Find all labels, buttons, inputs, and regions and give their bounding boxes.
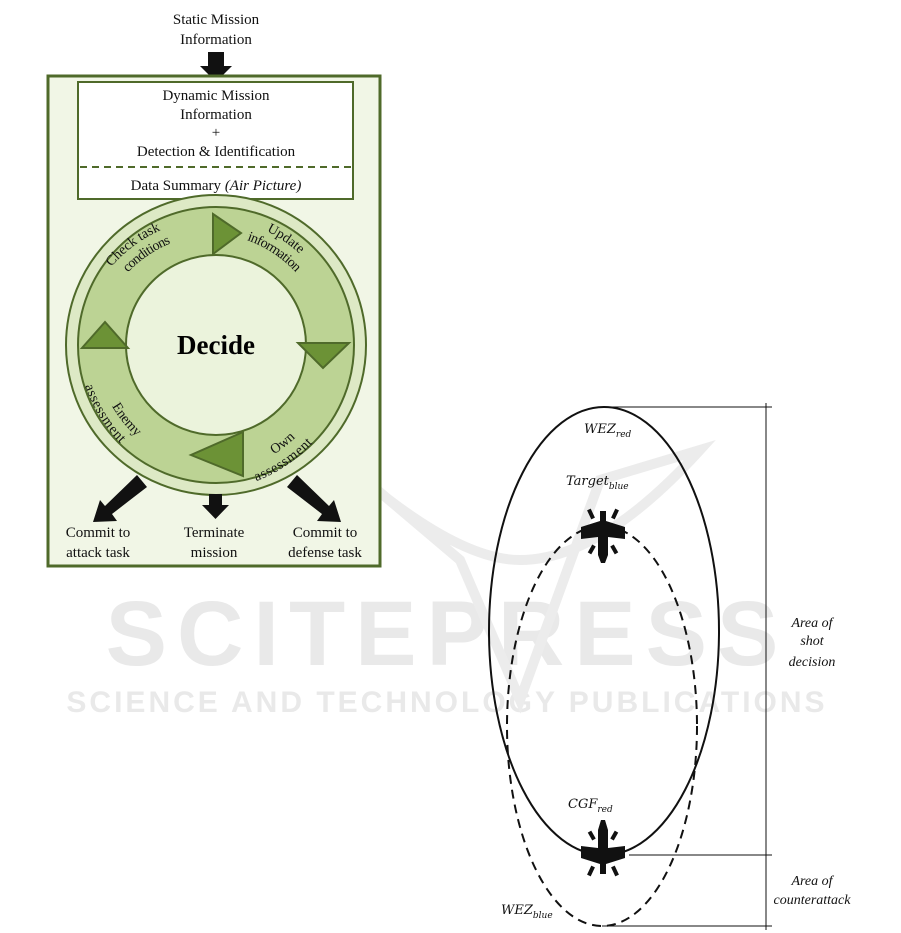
wez-red-label: WEZred [584, 422, 632, 440]
target-aircraft-icon [581, 508, 625, 563]
area-shot-3: decision [789, 655, 836, 670]
defense-arrow-icon [287, 475, 341, 522]
attack-label-1: Commit to [66, 525, 131, 541]
attack-arrow-icon [93, 475, 147, 522]
attack-label-2: attack task [66, 545, 130, 561]
area-shot-2: shot [800, 634, 824, 649]
cgf-aircraft-icon [581, 820, 625, 877]
input-arrow-icon [200, 52, 232, 82]
ring-arrow-right-icon [295, 342, 352, 370]
watermark-swoosh [326, 440, 716, 714]
target-blue-label: Targetblue [566, 474, 629, 492]
terminate-arrow-icon [202, 494, 229, 519]
area-counter-1: Area of [790, 874, 834, 889]
data-summary-label: Data Summary (Air Picture) [131, 178, 302, 194]
watermark-title: SCITEPRESS [106, 583, 789, 685]
area-counter-2: counterattack [774, 893, 852, 908]
defense-label-1: Commit to [293, 525, 358, 541]
decision-diagram: Static Mission Information Dynamic Missi… [46, 12, 382, 568]
ring-arrow-left-icon [79, 320, 131, 349]
area-shot-1: Area of [790, 616, 834, 631]
info-line-1: Dynamic Mission [162, 88, 270, 104]
info-line-2: Information [180, 107, 252, 123]
terminate-label-2: mission [191, 545, 238, 561]
wez-blue-ellipse [506, 525, 698, 927]
info-box [77, 81, 354, 200]
watermark-subtitle: SCIENCE AND TECHNOLOGY PUBLICATIONS [66, 686, 827, 719]
watermark: SCITEPRESS SCIENCE AND TECHNOLOGY PUBLIC… [66, 440, 827, 719]
terminate-label-1: Terminate [184, 525, 245, 541]
wez-blue-label: WEZblue [501, 903, 553, 921]
ring-arrow-bottom-icon [188, 430, 244, 478]
wez-diagram: WEZred Targetblue CGFred WEZblue Area of… [488, 403, 852, 930]
static-mission-label-2: Information [180, 32, 252, 48]
decide-label: Decide [177, 330, 255, 360]
ring-arrow-top-icon [212, 212, 243, 256]
cgf-red-label: CGFred [568, 797, 613, 815]
info-line-plus: + [212, 125, 220, 141]
defense-label-2: defense task [288, 545, 362, 561]
static-mission-label-1: Static Mission [173, 12, 260, 28]
info-line-4: Detection & Identification [137, 144, 296, 160]
